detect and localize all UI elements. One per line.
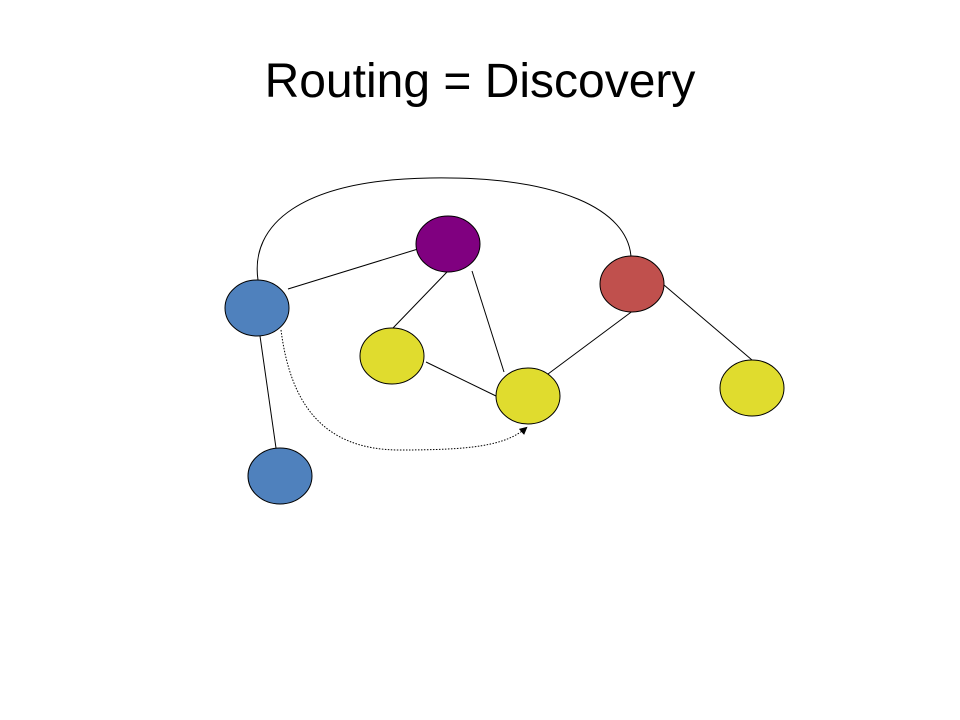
edge-blue-top-purple: [287, 248, 419, 290]
slide-title: Routing = Discovery: [264, 55, 696, 108]
edges-layer: [256, 177, 753, 451]
edge-yellow-center-red: [547, 309, 635, 375]
node-purple: [415, 215, 481, 273]
edge-purple-yellow-center: [471, 270, 505, 373]
edge-red-yellow-right: [663, 284, 753, 361]
node-yellow-right: [719, 359, 785, 417]
edge-purple-yellow-left: [392, 271, 448, 329]
node-yellow-center: [495, 367, 561, 425]
node-yellow-left: [359, 327, 425, 385]
edge-blue-top-red: [256, 177, 632, 281]
edge-blue-top-blue-bottom: [259, 335, 277, 449]
discovery-route-arrow: [280, 329, 528, 451]
node-blue-bottom: [247, 447, 313, 505]
node-red: [599, 255, 665, 313]
nodes-layer: [224, 215, 785, 505]
node-blue-top: [224, 279, 290, 337]
edge-yellow-left-yellow-center: [425, 361, 497, 397]
